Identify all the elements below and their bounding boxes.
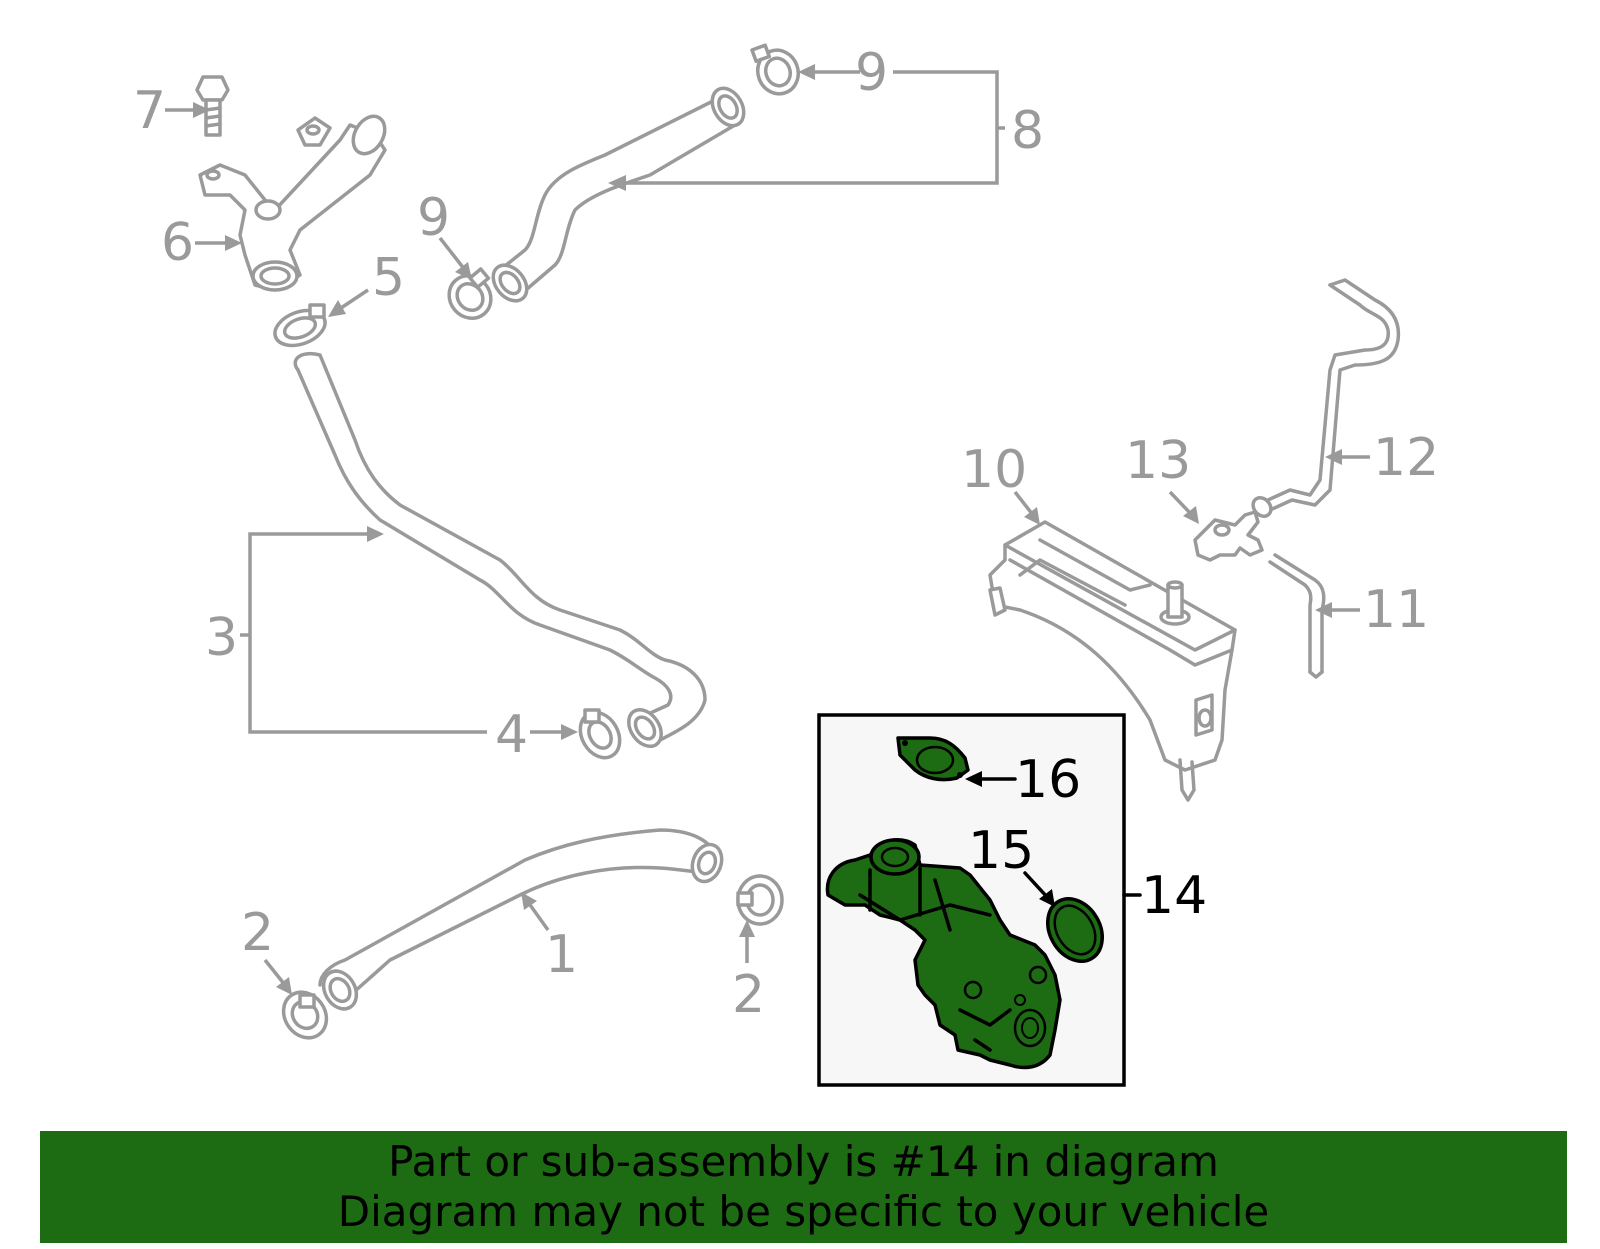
callout-7: 7 (133, 81, 166, 141)
banner-line-2: Diagram may not be specific to your vehi… (337, 1187, 1270, 1236)
hose-12 (1251, 278, 1401, 518)
callout-5: 5 (372, 248, 405, 308)
callout-1: 1 (545, 925, 578, 985)
clamp-9-left (447, 267, 493, 320)
callout-15: 15 (968, 821, 1034, 881)
thermostat-housing-14[interactable] (825, 838, 1062, 1070)
clamp-2-right (736, 874, 784, 926)
o-ring-15[interactable] (1037, 889, 1113, 971)
hose-3 (293, 352, 707, 748)
reservoir-10 (988, 520, 1237, 802)
clamp-2-left (281, 990, 329, 1040)
callout-16: 16 (1015, 750, 1081, 810)
leader-8 (618, 70, 999, 185)
callout-9-left: 9 (417, 188, 450, 248)
callout-8: 8 (1011, 101, 1044, 161)
bolt-7 (195, 75, 230, 137)
hose-11 (1268, 553, 1326, 679)
banner-line-1: Part or sub-assembly is #14 in diagram (388, 1137, 1219, 1186)
clamp-9-top (750, 43, 800, 96)
callout-2-left: 2 (241, 903, 274, 963)
parts-diagram: 1 2 2 3 4 5 6 7 8 9 9 10 11 12 13 14 15 … (133, 43, 1439, 1087)
info-banner: Part or sub-assembly is #14 in diagram D… (40, 1131, 1567, 1243)
callout-9-top: 9 (855, 43, 888, 103)
fitting-6 (198, 114, 387, 292)
callout-10: 10 (961, 440, 1027, 500)
hose-8 (491, 86, 746, 303)
hose-1 (318, 828, 724, 1011)
callout-12: 12 (1373, 428, 1439, 488)
leader-3 (248, 532, 487, 734)
clamp-5 (273, 303, 327, 348)
clamp-4 (578, 708, 622, 760)
callout-13: 13 (1125, 431, 1191, 491)
callout-11: 11 (1363, 580, 1429, 640)
callout-2-right: 2 (732, 965, 765, 1025)
fitting-13 (1193, 510, 1264, 562)
callout-14: 14 (1141, 866, 1207, 926)
callout-4: 4 (495, 705, 528, 765)
gasket-16[interactable] (896, 736, 970, 782)
callout-3: 3 (205, 608, 238, 668)
arrow-8 (608, 175, 626, 191)
callout-6: 6 (161, 213, 194, 273)
